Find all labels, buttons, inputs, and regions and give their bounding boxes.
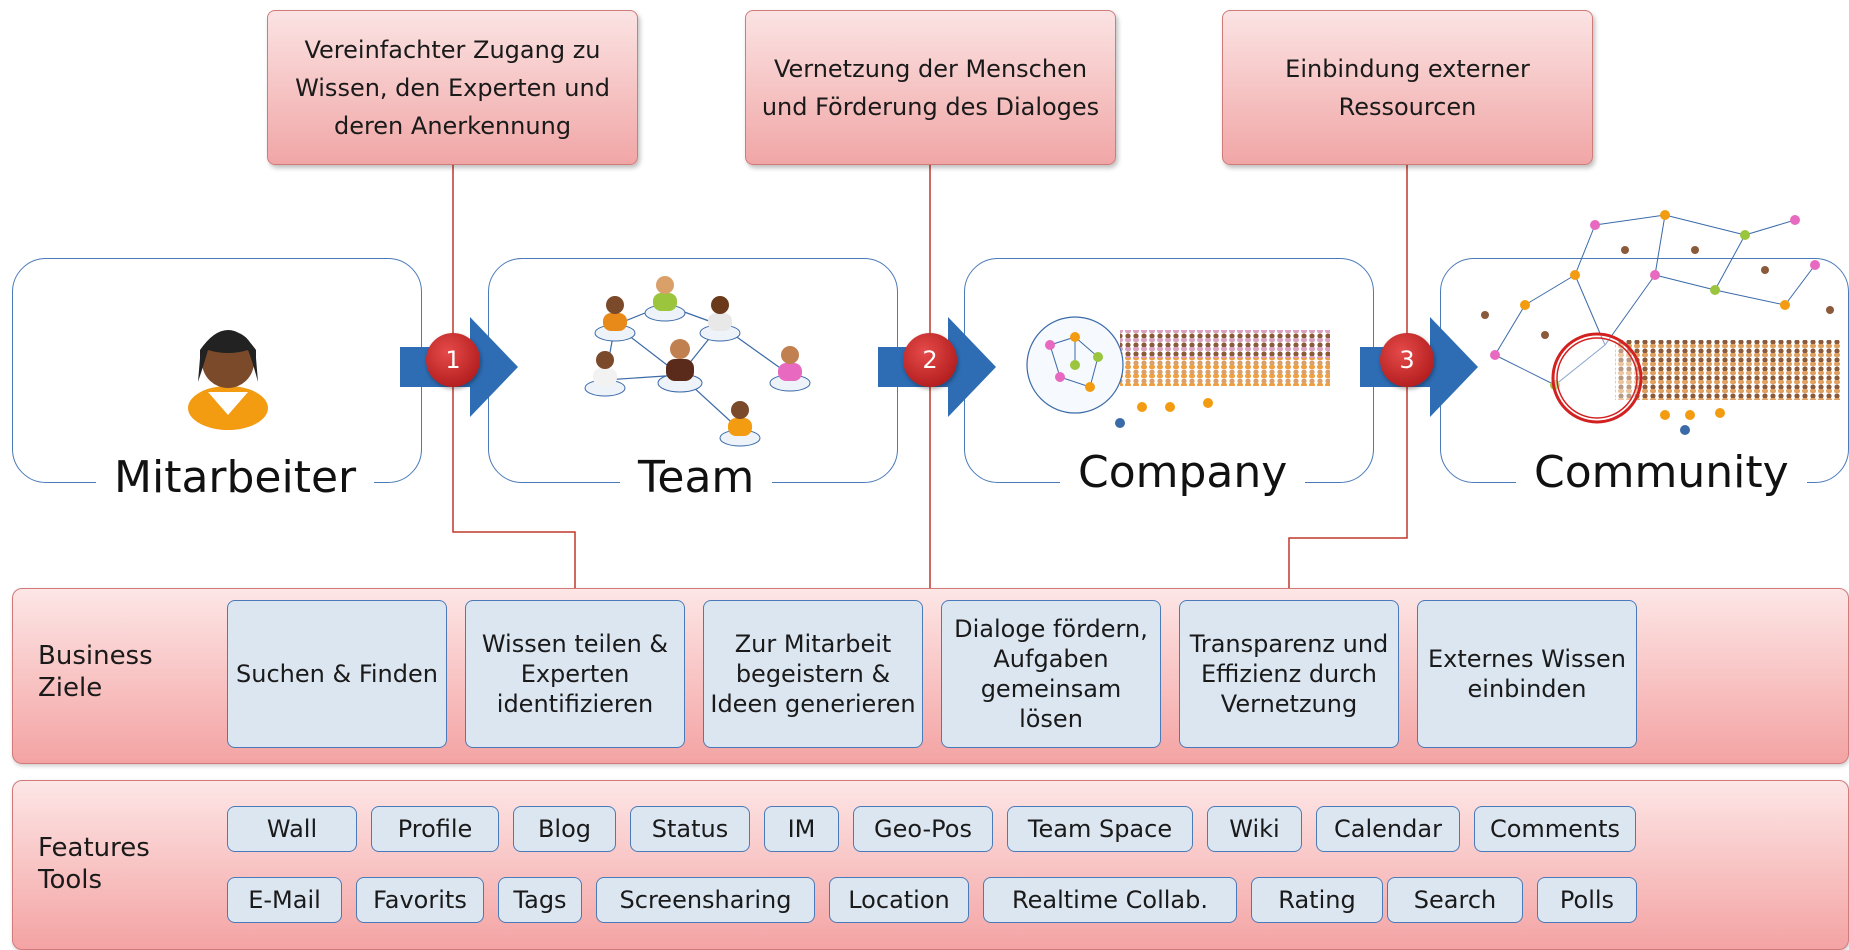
tool-item-geo-pos: Geo-Pos	[853, 806, 993, 852]
tool-item-status: Status	[630, 806, 750, 852]
tool-item-e-mail: E-Mail	[227, 877, 342, 923]
goal-box: Dialoge fördern, Aufgaben gemeinsam löse…	[941, 600, 1161, 748]
goal-box: Transparenz und Effizienz durch Vernetzu…	[1179, 600, 1399, 748]
tool-item-wall: Wall	[227, 806, 357, 852]
tool-item-team-space: Team Space	[1007, 806, 1193, 852]
tool-item-realtime-collab: Realtime Collab.	[983, 877, 1237, 923]
tool-item-comments: Comments	[1474, 806, 1636, 852]
features-tools-title: Features Tools	[38, 833, 150, 895]
callout-2: Vernetzung der Menschen und Förderung de…	[745, 10, 1116, 165]
tool-item-im: IM	[764, 806, 839, 852]
step-badge-3: 3	[1380, 333, 1434, 387]
stage-label-community: Community	[1516, 447, 1807, 499]
tool-item-search: Search	[1387, 877, 1523, 923]
tool-item-profile: Profile	[371, 806, 499, 852]
goal-box: Zur Mitarbeit begeistern & Ideen generie…	[703, 600, 923, 748]
step-badge-1: 1	[426, 333, 480, 387]
tool-item-tags: Tags	[498, 877, 582, 923]
tool-item-screensharing: Screensharing	[596, 877, 815, 923]
company-crowd-icon	[1026, 316, 1330, 428]
callout-1: Vereinfachter Zugang zu Wissen, den Expe…	[267, 10, 638, 165]
callout-3: Einbindung externer Ressourcen	[1222, 10, 1593, 165]
goal-box: Wissen teilen & Experten identifizieren	[465, 600, 685, 748]
tool-item-favorits: Favorits	[356, 877, 484, 923]
callout-1-text: Vereinfachter Zugang zu Wissen, den Expe…	[295, 35, 610, 140]
person-icon	[188, 330, 268, 430]
tool-item-calendar: Calendar	[1316, 806, 1460, 852]
stage-label-company: Company	[1060, 447, 1306, 499]
team-network-icon	[584, 276, 811, 447]
goal-box: Suchen & Finden	[227, 600, 447, 748]
tool-item-wiki: Wiki	[1207, 806, 1302, 852]
tool-item-location: Location	[829, 877, 969, 923]
tool-item-polls: Polls	[1537, 877, 1637, 923]
community-network-icon	[1481, 210, 1840, 435]
goal-box: Externes Wissen einbinden	[1417, 600, 1637, 748]
business-goals-title: Business Ziele	[38, 641, 153, 703]
tool-item-rating: Rating	[1251, 877, 1383, 923]
stage-label-mitarbeiter: Mitarbeiter	[96, 452, 375, 504]
step-badge-2: 2	[903, 333, 957, 387]
stage-label-team: Team	[620, 452, 773, 504]
callout-3-text: Einbindung externer Ressourcen	[1285, 54, 1530, 121]
callout-2-text: Vernetzung der Menschen und Förderung de…	[761, 54, 1100, 121]
tool-item-blog: Blog	[513, 806, 616, 852]
